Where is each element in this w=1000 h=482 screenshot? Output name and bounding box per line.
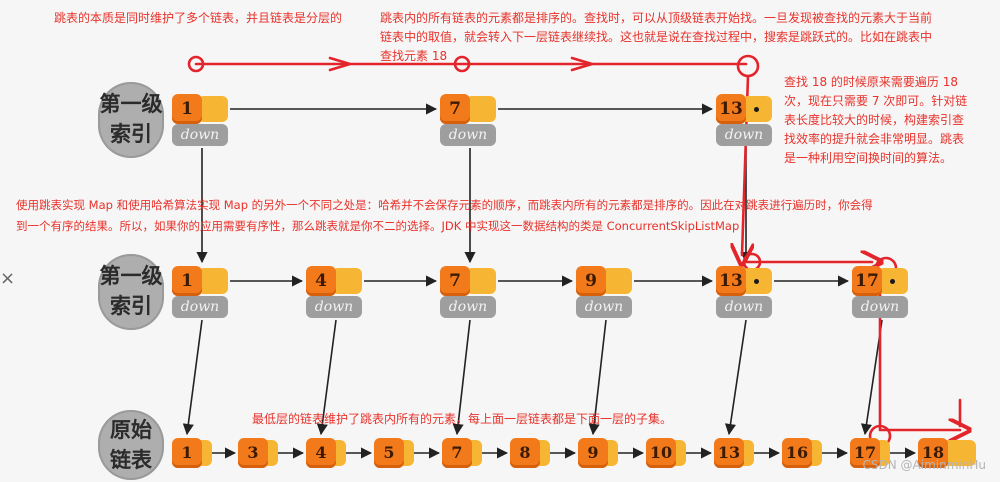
node-value: 7 xyxy=(440,94,470,124)
node-value: 4 xyxy=(306,266,336,296)
next-pointer-tab xyxy=(198,96,228,122)
node-value: 9 xyxy=(578,438,608,468)
null-pointer-dot xyxy=(754,279,759,284)
level2-label-line2: 索引 xyxy=(110,121,152,146)
null-pointer-dot xyxy=(754,107,759,112)
next-pointer-tab xyxy=(466,268,496,294)
base-label-line1: 原始 xyxy=(110,417,152,442)
node-value: 5 xyxy=(374,438,404,468)
base-label-line2: 链表 xyxy=(110,447,152,472)
annotation-middle: 使用跳表实现 Map 和使用哈希算法实现 Map 的另外一个不同之处是：哈希并不… xyxy=(16,195,873,237)
annotation-right-line: 找效率的提升就会非常明显。跳表 xyxy=(784,132,965,146)
down-pointer-label: down xyxy=(306,296,362,318)
level1-label-line1: 第一级 xyxy=(99,263,163,288)
down-pointer-label: down xyxy=(172,124,228,146)
annotation-top-right: 跳表内的所有链表的元素都是排序的。查找时，可以从顶级链表开始找。一旦发现被查找的… xyxy=(380,9,932,66)
down-pointer-label: down xyxy=(172,296,228,318)
search-start-marker xyxy=(187,55,205,73)
base-badge: 原始 链表 xyxy=(98,410,164,480)
node-value: 13 xyxy=(716,94,746,124)
down-pointer-label: down xyxy=(716,296,772,318)
level2-label-line1: 第一级 xyxy=(99,91,163,116)
level1-badge: 第一级 索引 xyxy=(98,254,164,330)
level1-down-arrow xyxy=(316,319,337,436)
search-path-chevron xyxy=(328,56,352,72)
down-pointer-label: down xyxy=(440,124,496,146)
annotation-top-right-line: 查找元素 18 xyxy=(380,49,448,63)
level1-down-arrow xyxy=(588,319,607,436)
annotation-right-line: 次，现在只需要 7 次即可。针对链 xyxy=(784,94,968,108)
level1-down-arrow xyxy=(182,319,203,436)
down-pointer-label: down xyxy=(576,296,632,318)
level1-down-arrow xyxy=(724,319,747,436)
search-path-chevron xyxy=(570,56,594,72)
annotation-right: 查找 18 的时候原来需要遍历 18 次，现在只需要 7 次即可。针对链 表长度… xyxy=(784,73,967,168)
watermark: CSDN @AiminminHu xyxy=(862,458,986,472)
node-value: 13 xyxy=(714,438,744,468)
next-pointer-tab xyxy=(198,268,228,294)
node-value: 18 xyxy=(918,438,948,468)
level1-label-line2: 索引 xyxy=(110,293,152,318)
node-value: 1 xyxy=(172,266,202,296)
search-path-level0 xyxy=(878,276,960,430)
node-value: 17 xyxy=(852,266,882,296)
annotation-top-left: 跳表的本质是同时维护了多个链表，并且链表是分层的 xyxy=(54,11,343,25)
level1-down-arrow xyxy=(452,319,471,436)
node-value: 10 xyxy=(646,438,676,468)
level2-badge: 第一级 索引 xyxy=(98,82,164,158)
search-step-marker xyxy=(453,55,471,73)
down-pointer-label: down xyxy=(716,124,772,146)
node-value: 16 xyxy=(782,438,812,468)
node-value: 9 xyxy=(576,266,606,296)
annotation-right-line: 查找 18 的时候原来需要遍历 18 xyxy=(784,75,958,89)
annotation-right-line: 表长度比较大的时候，构建索引查 xyxy=(784,113,965,127)
down-pointer-label: down xyxy=(852,296,908,318)
annotation-middle-line: 使用跳表实现 Map 和使用哈希算法实现 Map 的另外一个不同之处是：哈希并不… xyxy=(16,198,873,212)
down-pointer-label: down xyxy=(440,296,496,318)
null-pointer-dot xyxy=(890,279,895,284)
node-value: 8 xyxy=(510,438,540,468)
annotation-top-right-line: 跳表内的所有链表的元素都是排序的。查找时，可以从顶级链表开始找。一旦发现被查找的… xyxy=(380,11,933,25)
node-value: 3 xyxy=(238,438,268,468)
close-icon[interactable]: × xyxy=(0,268,16,289)
node-value: 7 xyxy=(440,266,470,296)
annotation-top-right-line: 链表中的取值，就会转入下一层链表继续找。这也就是说在查找过程中，搜索是跳跃式的。… xyxy=(380,30,933,44)
node-value: 4 xyxy=(306,438,336,468)
node-value: 1 xyxy=(172,438,202,468)
next-pointer-tab xyxy=(466,96,496,122)
node-value: 13 xyxy=(716,266,746,296)
annotation-right-line: 是一种利用空间换时间的算法。 xyxy=(784,151,953,165)
next-pointer-tab xyxy=(332,268,362,294)
next-pointer-tab xyxy=(602,268,632,294)
annotation-middle-line: 到一个有序的结果。所以，如果你的应用需要有序性，那么跳表就是你不二的选择。JDK… xyxy=(16,219,740,233)
annotation-bottom: 最低层的链表维护了跳表内所有的元素，每上面一层链表都是下面一层的子集。 xyxy=(252,412,673,426)
node-value: 1 xyxy=(172,94,202,124)
node-value: 7 xyxy=(442,438,472,468)
node-value: 17 xyxy=(850,438,880,468)
